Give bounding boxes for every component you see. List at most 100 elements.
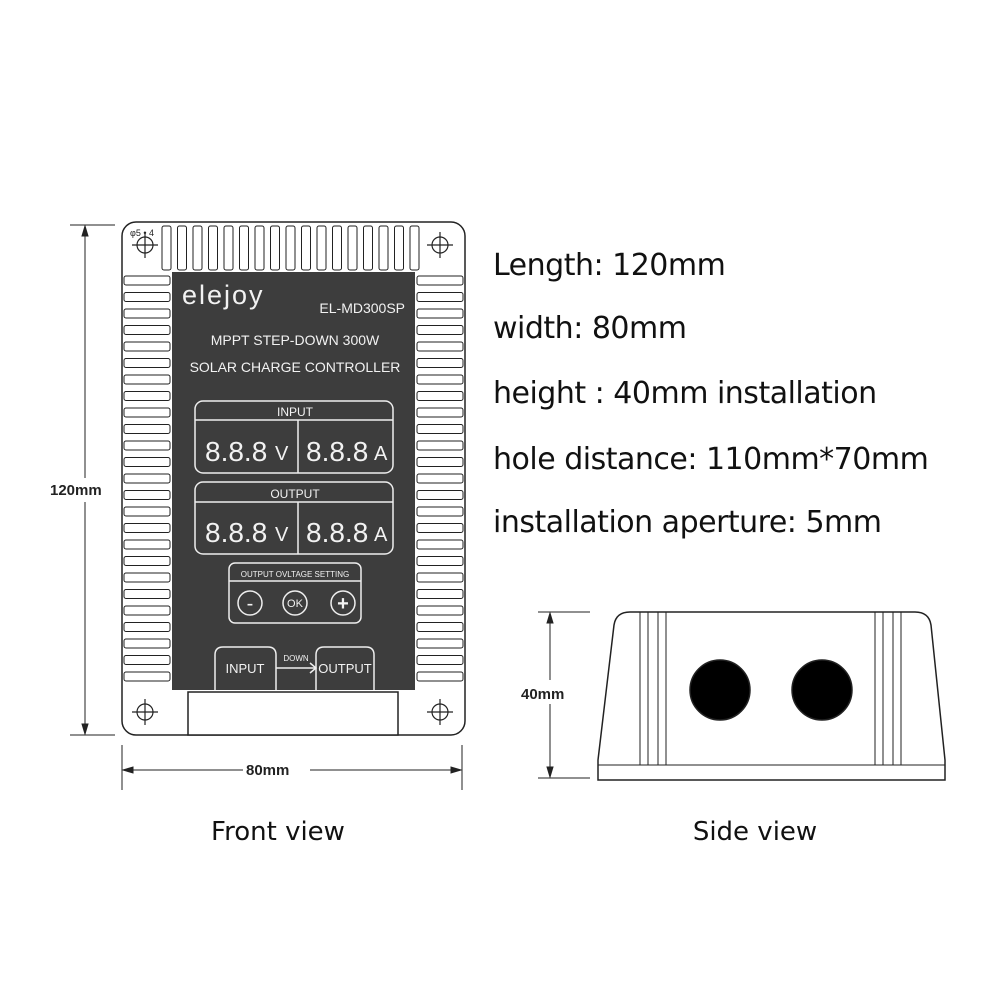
fin bbox=[316, 225, 327, 271]
front-view bbox=[121, 221, 466, 736]
fin bbox=[416, 605, 464, 616]
fin bbox=[416, 572, 464, 583]
panel-line2: SOLAR CHARGE CONTROLLER bbox=[190, 359, 401, 375]
fin bbox=[123, 341, 171, 352]
fin bbox=[223, 225, 234, 271]
spec-height: height : 40mm installation bbox=[493, 376, 877, 411]
plus-button: + bbox=[337, 593, 349, 615]
minus-button: - bbox=[247, 593, 254, 615]
fin bbox=[416, 374, 464, 385]
front-view-caption: Front view bbox=[211, 817, 345, 847]
cable-hole-left bbox=[689, 659, 751, 721]
fin bbox=[363, 225, 373, 271]
fin bbox=[416, 358, 464, 368]
side-height-dimension: 40mm bbox=[521, 686, 564, 703]
input-current-readout: 8.8.8 bbox=[306, 436, 368, 467]
fin bbox=[416, 622, 464, 632]
fin bbox=[161, 225, 172, 271]
output-voltage-readout: 8.8.8 bbox=[205, 517, 267, 548]
fin bbox=[123, 440, 171, 451]
mounting-hole-icon bbox=[427, 699, 453, 725]
fin bbox=[123, 671, 171, 682]
fin bbox=[378, 225, 389, 271]
ok-button: OK bbox=[287, 598, 304, 610]
terminal-output-label: OUTPUT bbox=[318, 661, 372, 676]
fin bbox=[416, 325, 464, 335]
fin bbox=[416, 292, 464, 302]
fin bbox=[416, 391, 464, 401]
fin bbox=[347, 225, 358, 271]
fin bbox=[394, 225, 404, 271]
spec-width: width: 80mm bbox=[493, 311, 687, 346]
mounting-holes bbox=[132, 232, 453, 725]
fin bbox=[285, 225, 296, 271]
fin bbox=[123, 308, 171, 319]
fin bbox=[123, 424, 171, 434]
front-dimensions bbox=[70, 224, 463, 790]
fin bbox=[123, 457, 171, 467]
panel-line1: MPPT STEP-DOWN 300W bbox=[211, 332, 380, 348]
input-display-label: INPUT bbox=[277, 405, 314, 419]
fin bbox=[123, 589, 171, 599]
fin bbox=[416, 556, 464, 566]
output-volt-unit: V bbox=[275, 524, 289, 546]
side-view-caption: Side view bbox=[692, 817, 818, 847]
fin bbox=[416, 457, 464, 467]
fin bbox=[123, 292, 171, 302]
fin bbox=[416, 490, 464, 500]
input-voltage-readout: 8.8.8 bbox=[205, 436, 267, 467]
side-dimensions bbox=[538, 611, 590, 779]
fin bbox=[123, 407, 171, 418]
cable-hole-right bbox=[791, 659, 853, 721]
model-label: EL-MD300SP bbox=[319, 300, 405, 316]
fin bbox=[177, 225, 187, 271]
fin bbox=[416, 407, 464, 418]
fin bbox=[123, 638, 171, 649]
fin bbox=[123, 572, 171, 583]
fin bbox=[123, 655, 171, 665]
fin bbox=[123, 556, 171, 566]
fin bbox=[416, 523, 464, 533]
front-panel: elejoy EL-MD300SP MPPT STEP-DOWN 300W SO… bbox=[172, 272, 415, 690]
fin bbox=[123, 473, 171, 484]
fin bbox=[416, 506, 464, 517]
fin bbox=[270, 225, 280, 271]
fin bbox=[416, 473, 464, 484]
fin bbox=[123, 275, 171, 286]
fin bbox=[192, 225, 203, 271]
spec-length: Length: 120mm bbox=[493, 248, 726, 283]
input-volt-unit: V bbox=[275, 443, 289, 465]
input-amp-unit: A bbox=[374, 443, 388, 465]
fin bbox=[416, 589, 464, 599]
fin bbox=[416, 440, 464, 451]
setting-label: OUTPUT OVLTAGE SETTING bbox=[241, 570, 349, 579]
spec-hole-distance: hole distance: 110mm*70mm bbox=[493, 442, 929, 477]
fin bbox=[123, 506, 171, 517]
fin bbox=[123, 605, 171, 616]
fin bbox=[123, 539, 171, 550]
fin bbox=[123, 358, 171, 368]
mounting-hole-icon bbox=[132, 699, 158, 725]
spec-aperture: installation aperture: 5mm bbox=[493, 505, 882, 540]
fin bbox=[416, 424, 464, 434]
mounting-hole-icon bbox=[132, 232, 158, 258]
fin bbox=[239, 225, 249, 271]
fin bbox=[416, 275, 464, 286]
fin bbox=[416, 308, 464, 319]
front-height-dimension: 120mm bbox=[50, 482, 102, 499]
terminal-block bbox=[187, 691, 399, 736]
fin bbox=[416, 539, 464, 550]
output-display-label: OUTPUT bbox=[270, 487, 320, 501]
fin bbox=[416, 638, 464, 649]
front-width-dimension: 80mm bbox=[246, 762, 289, 779]
fin bbox=[208, 225, 218, 271]
fin bbox=[123, 374, 171, 385]
terminal-input-label: INPUT bbox=[226, 661, 265, 676]
fin bbox=[301, 225, 311, 271]
output-current-readout: 8.8.8 bbox=[306, 517, 368, 548]
hole-mark: φ5 • 4 bbox=[130, 228, 154, 238]
fin bbox=[416, 655, 464, 665]
fin bbox=[416, 671, 464, 682]
side-view bbox=[597, 611, 946, 781]
